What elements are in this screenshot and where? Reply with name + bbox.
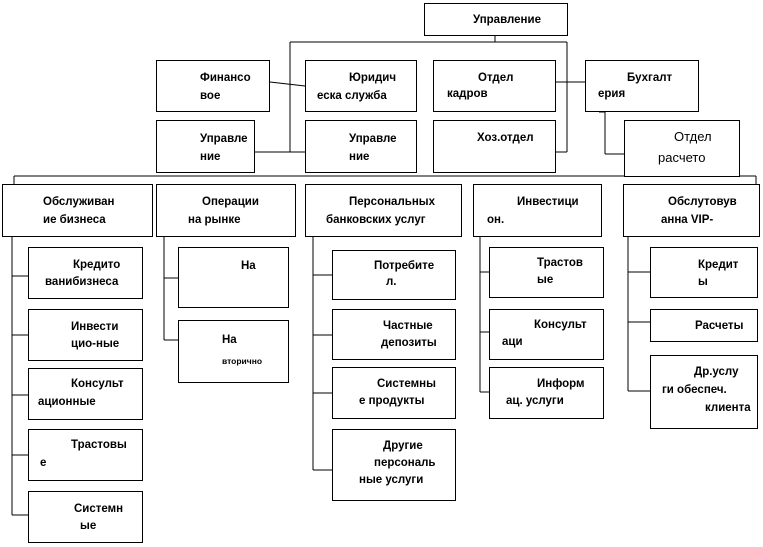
box-label: Инвести: [71, 321, 119, 333]
box-kredity-vip: Кредит ы: [650, 247, 758, 298]
box-label: На: [222, 334, 237, 346]
box-label: Хоз.отдел: [477, 132, 534, 144]
box-obsluzhivanie-vip: Обслутовув анна VIP-: [623, 184, 760, 237]
box-label: Отдел: [478, 72, 514, 84]
box-label: Обслутовув: [668, 196, 737, 208]
box-label: аци: [502, 336, 523, 348]
box-label: Трастов: [537, 257, 583, 269]
box-label: он.: [487, 214, 505, 226]
box-trastovye-c1: Трастовы е: [28, 429, 143, 481]
box-investicionnye: Инвести цио-ные: [28, 309, 143, 361]
box-investicii: Инвестици он.: [473, 184, 602, 237]
box-label: Кредит: [698, 259, 739, 271]
box-label: Управле: [349, 133, 397, 145]
box-label: вое: [200, 90, 221, 102]
box-na-pervichnom: На: [178, 247, 289, 308]
box-label: ационные: [38, 396, 96, 408]
box-label: банковских услуг: [326, 214, 426, 226]
box-label: Управление: [473, 14, 541, 26]
box-personalnyh-uslug: Персональных банковских услуг: [305, 184, 462, 237]
box-drugie-personalnye-uslugi: Другие персональ ные услуги: [332, 429, 456, 501]
box-konsultacionnye: Консульт ационные: [28, 368, 143, 420]
box-label: депозиты: [381, 337, 437, 349]
box-label: ы: [698, 276, 708, 288]
box-kreditovanie-biznesa: Кредито ванибизнеса: [28, 247, 143, 299]
box-label: ые: [537, 274, 554, 286]
box-label: Обслуживан: [43, 196, 115, 208]
box-label: Финансо: [200, 72, 251, 84]
box-otdel-kadrov: Отдел кадров: [433, 60, 556, 112]
box-finansovoe: Финансо вое: [156, 60, 270, 112]
connector-line: [269, 81, 306, 87]
box-label: ые: [80, 520, 97, 532]
box-label: Трастовы: [71, 439, 127, 451]
box-label: На: [241, 260, 256, 272]
box-label: Системны: [377, 378, 436, 390]
box-label: Юридич: [349, 72, 396, 84]
box-label: Консульт: [534, 319, 587, 331]
box-buhgalteriya: Бухгалт ерия: [585, 60, 699, 112]
box-label: ерия: [598, 88, 626, 100]
box-label: Отдел: [674, 129, 712, 144]
box-label: Операции: [202, 196, 259, 208]
box-label: Информ: [537, 378, 585, 390]
box-label: Другие: [383, 440, 423, 452]
box-informacionnye-uslugi: Информ ац. услуги: [489, 367, 604, 419]
box-label: е продукты: [359, 395, 425, 407]
box-label: Консульт: [71, 378, 124, 390]
box-dr-uslugi-klienta: Др.услу ги обеспеч. клиента: [650, 355, 758, 429]
box-label: Кредито: [73, 259, 121, 271]
box-label: ние: [349, 151, 370, 163]
box-label: Инвестици: [517, 196, 579, 208]
box-label: е: [40, 457, 47, 469]
box-hoz-otdel: Хоз.отдел: [433, 120, 556, 173]
box-upravlenie-top: Управление: [424, 3, 568, 36]
box-label: Управле: [200, 133, 248, 145]
box-otdel-rascheto: Отдел расчето: [624, 120, 740, 177]
box-label: вторично: [222, 356, 263, 366]
box-label: ные услуги: [359, 474, 424, 486]
box-sistemnye-produkty: Системны е продукты: [332, 367, 456, 419]
box-konsultacii-i: Консульт аци: [489, 309, 604, 360]
box-label: Системн: [74, 503, 124, 515]
box-label: Персональных: [349, 196, 435, 208]
box-label: Потребите: [374, 260, 435, 272]
box-label: Расчеты: [695, 320, 744, 332]
box-label: Частные: [383, 320, 433, 332]
box-label: ац. услуги: [506, 395, 564, 407]
box-label: кадров: [447, 88, 488, 100]
box-label: анна VIP-: [661, 214, 714, 226]
box-label: ги обеспеч.: [662, 384, 727, 396]
box-label: клиента: [705, 402, 751, 414]
box-obsluzhivanie-biznesa: Обслуживан ие бизнеса: [2, 184, 153, 237]
box-label: расчето: [658, 150, 706, 165]
box-label: ние: [200, 151, 221, 163]
box-upravlenie-mid: Управле ние: [305, 120, 417, 173]
box-label: еска служба: [317, 90, 387, 102]
box-upravlenie-left: Управле ние: [156, 120, 255, 173]
box-label: персональ: [374, 457, 436, 469]
box-yuridicheskaya-sluzhba: Юридич еска служба: [305, 60, 417, 112]
box-operacii-na-rynke: Операции на рынке: [156, 184, 296, 237]
box-trastovye-i: Трастов ые: [489, 247, 604, 298]
box-label: Бухгалт: [627, 72, 673, 84]
box-raschety-vip: Расчеты: [650, 309, 758, 342]
box-potrebitelskie: Потребите л.: [332, 250, 456, 300]
box-label: л.: [386, 276, 397, 288]
box-label: ие бизнеса: [43, 214, 106, 226]
box-label: цио-ные: [71, 338, 120, 350]
box-label: ванибизнеса: [45, 276, 119, 288]
box-sistemnye-c1: Системн ые: [28, 491, 143, 543]
box-label: Др.услу: [694, 366, 739, 378]
box-label: на рынке: [188, 214, 241, 226]
box-chastnye-depozity: Частные депозиты: [332, 309, 456, 360]
box-na-vtorichnom: На вторично: [178, 320, 289, 383]
